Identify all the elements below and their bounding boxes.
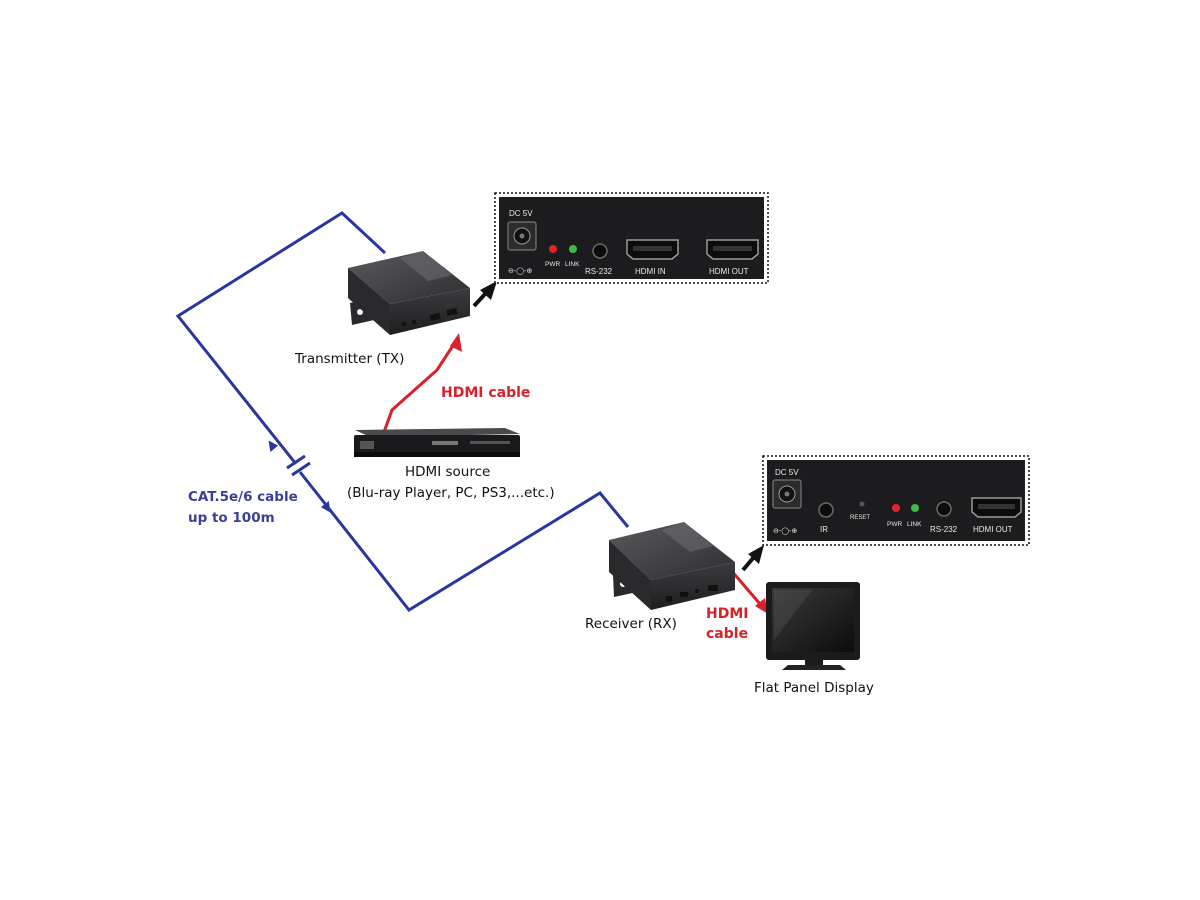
callout-arrow — [741, 545, 764, 572]
transmitter-label: Transmitter (TX) — [294, 351, 404, 367]
svg-text:HDMI IN: HDMI IN — [635, 267, 666, 276]
svg-text:RESET: RESET — [850, 515, 870, 521]
pwr-led — [549, 245, 557, 253]
display-label: Flat Panel Display — [754, 680, 874, 696]
cable-coupler — [286, 454, 306, 470]
tx-dc-label: DC 5V — [509, 209, 533, 218]
source-label: HDMI source — [405, 464, 490, 480]
rs232-port — [592, 243, 608, 259]
polarity-symbol: ⊖-◯-⊕ — [508, 267, 532, 275]
svg-text:LINK: LINK — [907, 521, 922, 528]
tx-panel: DC 5V ⊖-◯-⊕ PWR LINK RS-232 HDMI IN HDMI… — [494, 192, 769, 284]
reset-button — [859, 501, 865, 507]
ir-port — [818, 502, 834, 518]
hdmi-cable-arrowhead — [755, 598, 768, 614]
cat-cable-sublabel: up to 100m — [188, 510, 275, 526]
svg-text:RS-232: RS-232 — [930, 525, 958, 534]
svg-text:DC 5V: DC 5V — [775, 468, 799, 477]
cable-arrow-up — [268, 440, 279, 453]
source-sublabel: (Blu-ray Player, PC, PS3,...etc.) — [347, 485, 555, 501]
hdmi-cable-label-rx: HDMI — [706, 606, 748, 622]
link-led — [569, 245, 577, 253]
receiver-label: Receiver (RX) — [585, 616, 677, 632]
cat-cable-line — [175, 211, 387, 465]
svg-text:LINK: LINK — [565, 261, 580, 268]
cat-cable-line — [298, 471, 630, 612]
hdmi-cable-label: HDMI cable — [441, 385, 530, 401]
svg-text:HDMI OUT: HDMI OUT — [709, 267, 749, 276]
svg-text:PWR: PWR — [545, 261, 560, 268]
svg-text:IR: IR — [820, 525, 828, 534]
hdmi-cable-tx — [382, 333, 462, 433]
svg-text:HDMI OUT: HDMI OUT — [973, 525, 1013, 534]
hdmi-cable-label-rx-2: cable — [706, 626, 748, 642]
svg-text:PWR: PWR — [887, 521, 902, 528]
receiver-device — [609, 522, 735, 610]
hdmi-cable-arrowhead — [450, 333, 462, 352]
pwr-led — [892, 504, 900, 512]
bluray-player — [354, 428, 520, 457]
rx-panel: DC 5V ⊖-◯-⊕ IR RESET PWR LINK RS-232 HDM… — [762, 455, 1030, 546]
flat-panel-display — [766, 582, 860, 670]
svg-text:⊖-◯-⊕: ⊖-◯-⊕ — [773, 527, 797, 535]
cat-cable-label: CAT.5e/6 cable — [188, 489, 298, 505]
cat-cable — [175, 211, 630, 612]
cable-coupler — [291, 461, 311, 477]
cable-arrow-down — [320, 500, 331, 513]
callout-arrow — [472, 281, 497, 308]
rs232-port — [936, 501, 952, 517]
svg-text:RS-232: RS-232 — [585, 267, 613, 276]
link-led — [911, 504, 919, 512]
hdmi-cable-line — [382, 343, 456, 433]
transmitter-device — [348, 251, 470, 335]
